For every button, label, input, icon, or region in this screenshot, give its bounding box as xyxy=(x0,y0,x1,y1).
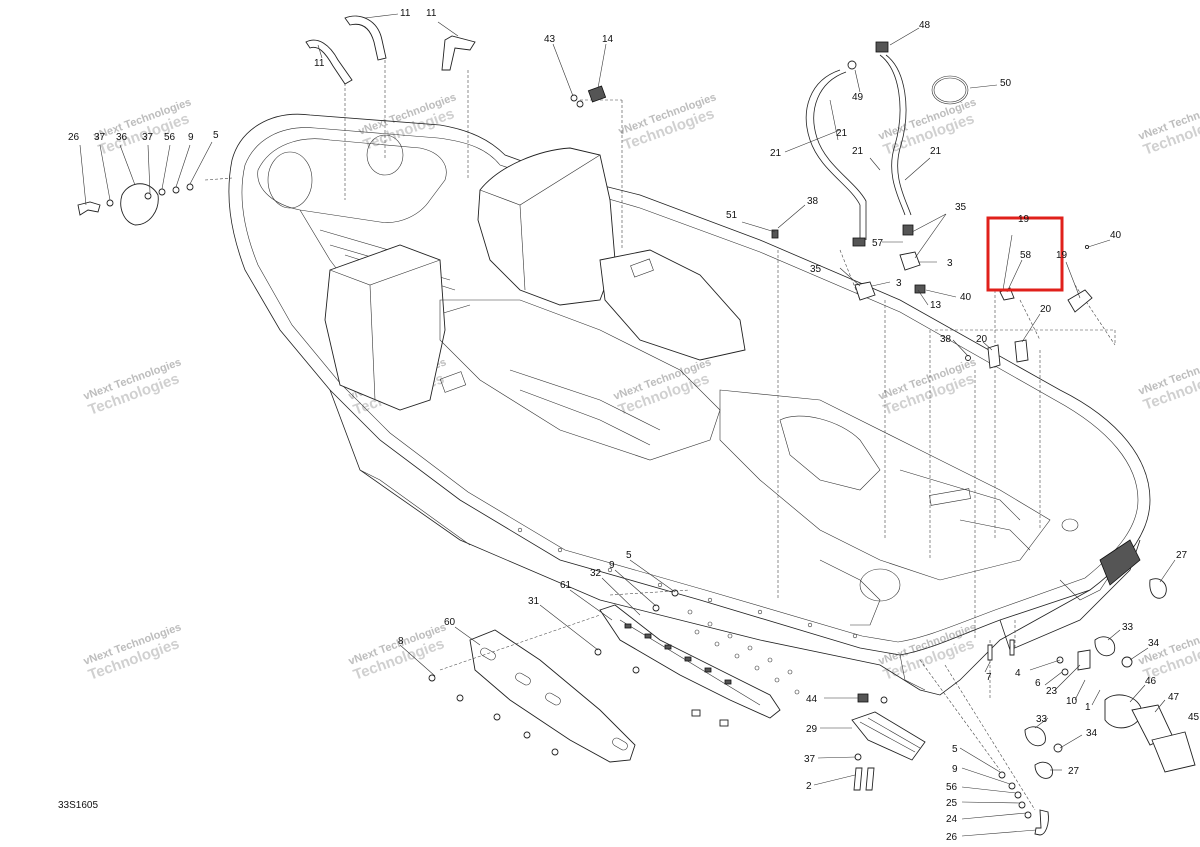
callout-35: 35 xyxy=(955,202,967,213)
watermarks: vNext Technologies Technologies vNext Te… xyxy=(82,91,1200,684)
callout-24: 24 xyxy=(946,814,958,825)
callout-33: 33 xyxy=(1036,714,1048,725)
callout-13: 13 xyxy=(930,300,942,311)
callout-20: 20 xyxy=(1040,304,1052,315)
rear-parts xyxy=(987,539,1196,779)
callout-21: 21 xyxy=(930,146,942,157)
callout-5: 5 xyxy=(213,130,219,141)
callout-33: 33 xyxy=(1122,622,1134,633)
callout-11: 11 xyxy=(426,8,437,19)
callout-37: 37 xyxy=(94,132,106,143)
callout-10: 10 xyxy=(1066,696,1078,707)
callout-5: 5 xyxy=(626,550,632,561)
callout-29: 29 xyxy=(806,724,818,735)
callout-60: 60 xyxy=(444,617,456,628)
callout-9: 9 xyxy=(188,132,194,143)
callout-44: 44 xyxy=(806,694,818,705)
callout-46: 46 xyxy=(1145,676,1157,687)
callout-51: 51 xyxy=(726,210,738,221)
callout-38: 38 xyxy=(940,334,952,345)
callout-27: 27 xyxy=(1176,550,1188,561)
callout-3: 3 xyxy=(896,278,902,289)
callout-40: 40 xyxy=(1110,230,1122,241)
callout-49: 49 xyxy=(852,92,864,103)
callout-34: 34 xyxy=(1148,638,1160,649)
callout-61: 61 xyxy=(560,580,572,591)
callout-27: 27 xyxy=(1068,766,1080,777)
callout-31: 31 xyxy=(528,596,540,607)
callout-34: 34 xyxy=(1086,728,1098,739)
hull-body xyxy=(204,55,1151,700)
callout-6: 6 xyxy=(1035,678,1041,689)
callout-8: 8 xyxy=(398,636,404,647)
callout-4: 4 xyxy=(1015,668,1021,679)
callout-37: 37 xyxy=(804,754,816,765)
callout-19: 19 xyxy=(1056,250,1068,261)
callout-48: 48 xyxy=(919,20,931,31)
bow-eye-assembly xyxy=(77,183,194,226)
callout-19: 19 xyxy=(1018,214,1030,225)
callout-50: 50 xyxy=(1000,78,1012,89)
callout-26: 26 xyxy=(946,832,958,842)
callout-45: 45 xyxy=(1188,712,1200,723)
grab-handles xyxy=(305,15,476,85)
highlight-box xyxy=(986,216,1064,292)
callout-5: 5 xyxy=(952,744,958,755)
callout-35: 35 xyxy=(810,264,822,275)
callout-9: 9 xyxy=(952,764,958,775)
callout-7: 7 xyxy=(986,672,992,683)
stern-eye-stack xyxy=(919,659,1049,836)
callout-57: 57 xyxy=(872,238,884,249)
callout-21: 21 xyxy=(836,128,848,139)
callout-labels: 11 11 11 43 14 48 49 50 26 37 36 37 56 9… xyxy=(68,8,1200,843)
callout-32: 32 xyxy=(590,568,602,579)
drawing-code: 33S1605 xyxy=(58,800,99,811)
callout-25: 25 xyxy=(946,798,958,809)
callout-58: 58 xyxy=(1020,250,1032,261)
callout-11: 11 xyxy=(314,58,325,69)
callout-3: 3 xyxy=(947,258,953,269)
callout-37: 37 xyxy=(142,132,154,143)
callout-47: 47 xyxy=(1168,692,1180,703)
callout-36: 36 xyxy=(116,132,128,143)
vent-hoses xyxy=(771,41,969,301)
callout-21: 21 xyxy=(852,146,864,157)
callout-38: 38 xyxy=(807,196,819,207)
top-small-parts xyxy=(570,85,607,108)
intake-grate xyxy=(851,693,926,791)
callout-23: 23 xyxy=(1046,686,1058,697)
callout-14: 14 xyxy=(602,34,614,45)
callout-2: 2 xyxy=(806,781,812,792)
bracket-parts xyxy=(965,244,1093,369)
leader-lines xyxy=(79,13,1176,837)
callout-21: 21 xyxy=(770,148,782,159)
callout-1: 1 xyxy=(1085,702,1091,713)
callout-20: 20 xyxy=(976,334,988,345)
sponsons xyxy=(428,589,800,763)
callout-56: 56 xyxy=(946,782,958,793)
callout-40: 40 xyxy=(960,292,972,303)
callout-43: 43 xyxy=(544,34,556,45)
callout-11: 11 xyxy=(400,8,411,19)
callout-26: 26 xyxy=(68,132,80,143)
callout-56: 56 xyxy=(164,132,176,143)
callout-9: 9 xyxy=(609,560,615,571)
